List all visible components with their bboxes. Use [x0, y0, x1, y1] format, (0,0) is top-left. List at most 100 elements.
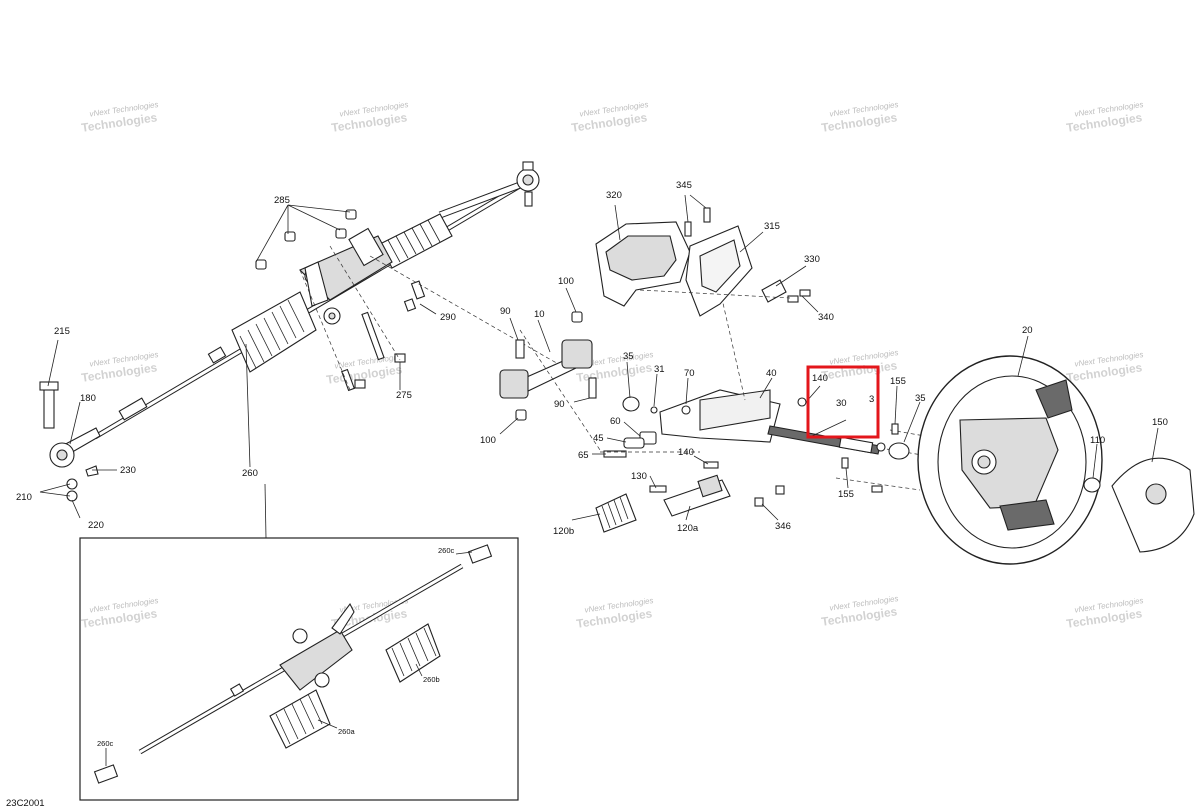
- watermark: vNext Technologies Technologies: [820, 594, 899, 629]
- watermark: vNext Technologies Technologies: [80, 100, 159, 135]
- nut-110: [1083, 477, 1101, 493]
- callout-20: 20: [1022, 325, 1033, 336]
- steering-column: [499, 289, 1086, 533]
- nut-346-a: [754, 497, 764, 507]
- bushing-260c-bottom: [93, 764, 119, 784]
- column-bracket-40: [659, 389, 781, 443]
- watermark: vNext Technologies Technologies: [80, 350, 159, 385]
- callout-labels: 285 290 215 180 230 210 220 260 275 320 …: [16, 180, 1168, 748]
- washer-3: [876, 442, 886, 452]
- callout-100-top: 100: [558, 276, 574, 287]
- watermark: vNext Technologies Technologies: [575, 596, 654, 631]
- callout-40: 40: [766, 368, 777, 379]
- watermark: vNext Technologies Technologies: [80, 596, 159, 631]
- callout-65: 65: [578, 450, 589, 461]
- intermediate-shaft-10: [499, 339, 593, 399]
- callout-45: 45: [593, 433, 604, 444]
- bolt-90-top: [515, 339, 525, 359]
- bolts-275: [341, 311, 406, 392]
- inset-frame: [79, 537, 519, 801]
- callout-220: 220: [88, 520, 104, 531]
- highlight-box: [806, 365, 880, 439]
- bolts-290: [403, 280, 426, 312]
- callout-60: 60: [610, 416, 621, 427]
- callout-90-bottom: 90: [554, 399, 565, 410]
- center-pad-150: [1111, 457, 1195, 553]
- callout-140-lower: 140: [678, 447, 694, 458]
- callout-260: 260: [242, 468, 258, 479]
- callout-35-right: 35: [915, 393, 926, 404]
- nut-346-b: [775, 485, 785, 495]
- callout-155-top: 155: [890, 376, 906, 387]
- nut-100-top: [571, 311, 583, 323]
- watermark: vNext Technologies Technologies: [570, 100, 649, 135]
- steering-rack-assembly: [39, 161, 561, 502]
- callout-275: 275: [396, 390, 412, 401]
- bolt-140-lower: [703, 461, 719, 469]
- callout-180: 180: [80, 393, 96, 404]
- nut-100-bottom: [515, 409, 527, 421]
- callout-315: 315: [764, 221, 780, 232]
- callout-260a: 260a: [338, 727, 356, 736]
- callout-260b: 260b: [423, 675, 440, 684]
- callout-210: 210: [16, 492, 32, 503]
- washer-70: [681, 405, 691, 415]
- screw-345-b: [703, 207, 711, 223]
- tie-rod-end-right: [438, 161, 540, 219]
- callout-10: 10: [534, 309, 545, 320]
- rack-housing: [299, 227, 393, 325]
- callout-100-bottom: 100: [480, 435, 496, 446]
- callout-150: 150: [1152, 417, 1168, 428]
- bellows-boot-left: [231, 291, 317, 373]
- callout-30: 30: [836, 398, 847, 409]
- bolt-130: [649, 485, 667, 493]
- callout-215: 215: [54, 326, 70, 337]
- callout-110: 110: [1090, 435, 1105, 446]
- callout-340: 340: [818, 312, 834, 323]
- leader-lines: [39, 194, 1159, 766]
- callout-285: 285: [274, 195, 290, 206]
- screw-340-a: [787, 295, 799, 303]
- watermark: vNext Technologies Technologies: [1065, 596, 1144, 631]
- boot-260b: [385, 623, 441, 683]
- watermark: vNext Technologies Technologies: [820, 348, 899, 383]
- callout-130: 130: [631, 471, 647, 482]
- callout-90-top: 90: [500, 306, 511, 317]
- cotter-pin-230: [85, 465, 99, 477]
- callout-35-left: 35: [623, 351, 634, 362]
- boot-260a: [269, 689, 331, 749]
- bushing-35-left: [622, 396, 640, 412]
- boot-120b: [595, 493, 637, 533]
- actuator-120a: [663, 474, 731, 517]
- bushings-285: [255, 209, 357, 270]
- spacer-45: [623, 437, 645, 449]
- callout-31: 31: [654, 364, 665, 375]
- bolt-215: [39, 381, 59, 429]
- bushing-35-right: [888, 442, 910, 460]
- watermark: vNext Technologies Technologies: [330, 100, 409, 135]
- washer-140-upper: [797, 397, 807, 407]
- callout-260c-bottom: 260c: [97, 739, 114, 748]
- figure-id: 23C2001: [6, 798, 45, 809]
- callout-320: 320: [606, 190, 622, 201]
- callout-70: 70: [684, 368, 695, 379]
- switch-330: [761, 279, 787, 303]
- callout-120b: 120b: [553, 526, 574, 537]
- watermark: vNext Technologies Technologies: [1065, 100, 1144, 135]
- tie-rod-end-left: [49, 427, 101, 502]
- callout-3: 3: [869, 394, 874, 405]
- watermark: vNext Technologies Technologies: [1065, 350, 1144, 385]
- pin-155-left: [841, 457, 849, 469]
- callout-260c-top: 260c: [438, 546, 455, 555]
- callout-120a: 120a: [677, 523, 699, 534]
- cover-320: [595, 221, 691, 307]
- steering-shaft-30: [767, 425, 881, 455]
- callout-140-upper: 140: [812, 373, 828, 384]
- screw-340-b: [799, 289, 811, 297]
- bolt-90-side: [588, 377, 597, 399]
- panel-315: [685, 225, 753, 317]
- pin-155-bottom: [871, 485, 883, 493]
- callout-346: 346: [775, 521, 791, 532]
- bushing-260c-top: [467, 544, 493, 564]
